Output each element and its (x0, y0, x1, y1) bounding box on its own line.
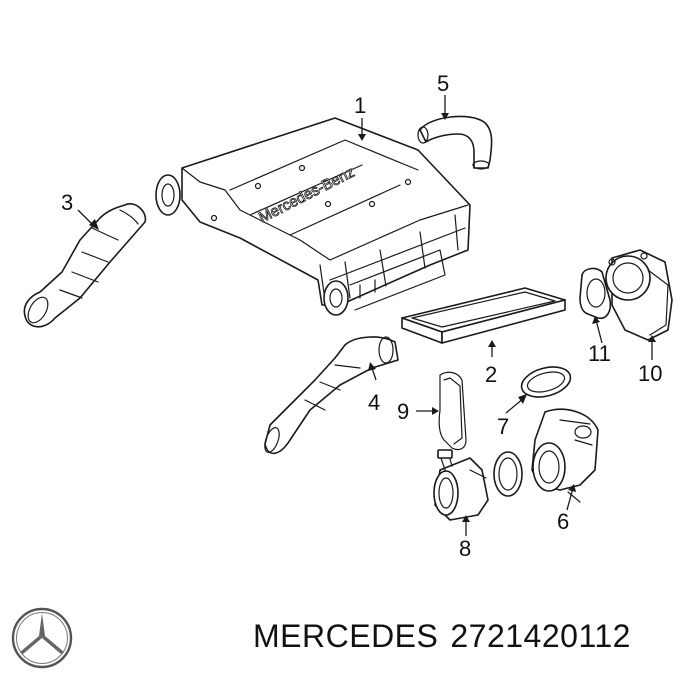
part-7-seal-ring (493, 366, 572, 497)
part-1-air-filter-housing: Mercedes-Benz (155, 117, 471, 316)
part-4-intake-duct (264, 336, 399, 455)
part-3-intake-duct (23, 203, 147, 328)
callout-11: 11 (588, 341, 611, 366)
part-number: 2721420112 (450, 618, 631, 654)
callout-7: 7 (497, 414, 509, 439)
brand-name: MERCEDES (253, 618, 439, 654)
callout-4: 4 (368, 390, 380, 415)
part-10-throttle-body (605, 249, 673, 341)
callout-3: 3 (61, 190, 73, 215)
footer-caption: MERCEDES 2721420112 (253, 618, 643, 655)
part-2-filter-element (401, 287, 566, 344)
part-8-air-mass-meter (433, 449, 489, 521)
callouts: 1 2 3 4 5 6 7 8 9 10 11 (61, 71, 662, 561)
callout-8: 8 (459, 536, 471, 561)
callout-1: 1 (354, 93, 366, 118)
callout-2: 2 (485, 362, 497, 387)
part-11-throttle-gasket (579, 267, 612, 320)
callout-9: 9 (397, 399, 409, 424)
mercedes-star-icon (11, 607, 73, 669)
part-9-gasket (438, 371, 467, 451)
callout-6: 6 (557, 509, 569, 534)
part-5-hose (417, 115, 493, 170)
callout-5: 5 (437, 71, 449, 96)
part-6-sensor-housing (531, 408, 599, 503)
leader-lines (77, 95, 656, 536)
callout-10: 10 (638, 361, 662, 386)
